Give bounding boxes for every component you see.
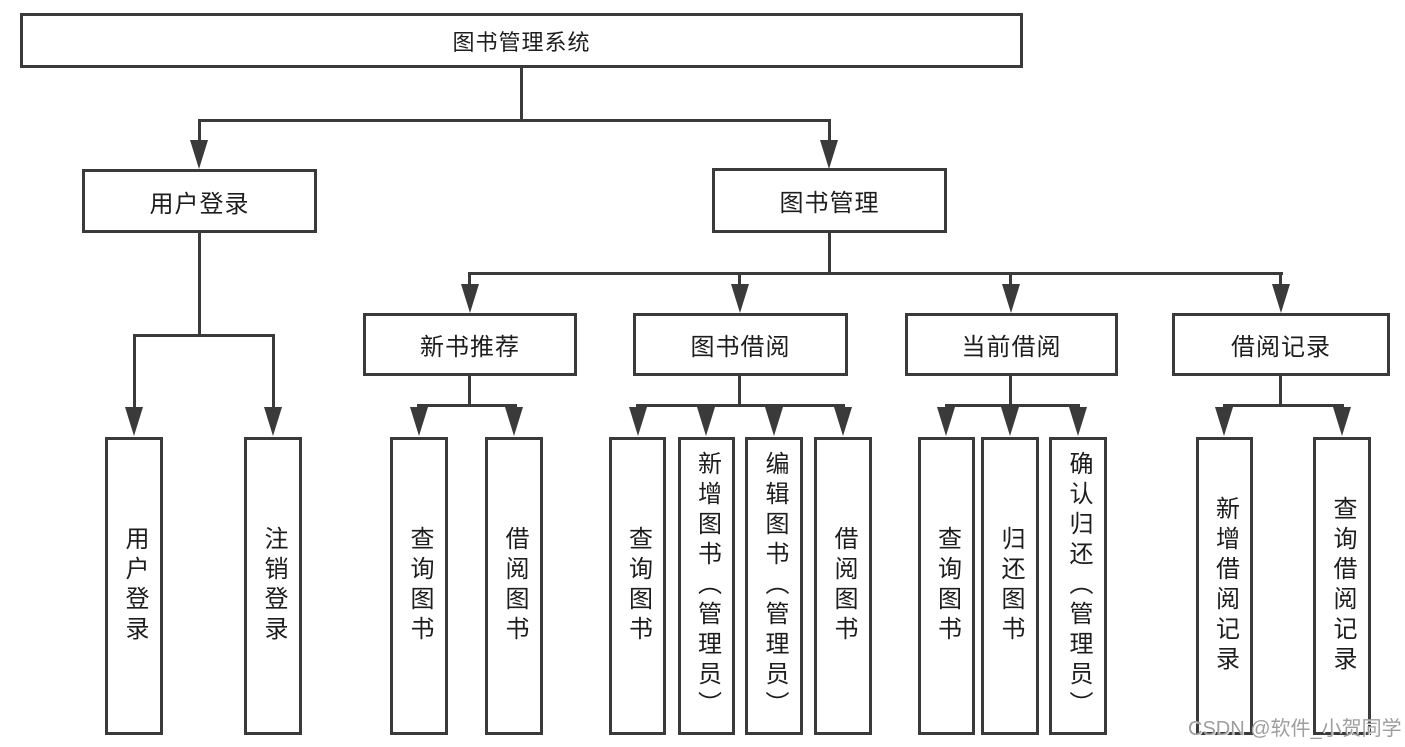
connector-borrow-bar (636, 404, 845, 407)
node-book-borrow: 图书借阅 (633, 313, 848, 376)
connector-records-stem (1279, 374, 1282, 406)
connector-drop (272, 336, 275, 408)
connector-drop (1009, 274, 1012, 285)
connector-root-stem (520, 66, 523, 121)
leaf-user-login: 用户登录 (105, 437, 163, 735)
arrow-down-icon (937, 407, 955, 436)
arrow-down-icon (1001, 407, 1019, 436)
arrow-down-icon (731, 284, 749, 313)
node-borrow-records: 借阅记录 (1172, 313, 1390, 376)
connector-borrow-stem (738, 374, 741, 406)
leaf-return-book: 归还图书 (981, 437, 1039, 735)
arrow-down-icon (505, 407, 523, 436)
connector-drop (468, 274, 471, 285)
connector-user-login-stem (198, 231, 201, 335)
connector-records-bar (1223, 404, 1344, 407)
connector-recommend-bar (417, 404, 517, 407)
arrow-down-icon (834, 407, 852, 436)
connector-user-login-bar (133, 334, 275, 337)
arrow-down-icon (1002, 284, 1020, 313)
connector-level2-bar (198, 119, 831, 122)
node-root: 图书管理系统 (20, 13, 1023, 68)
watermark: CSDN @软件_小贺同学 (1188, 718, 1402, 740)
connector-user-login-drop (198, 121, 201, 140)
leaf-add-borrow-record: 新增借阅记录 (1196, 437, 1253, 735)
node-new-book-recommend: 新书推荐 (363, 313, 577, 376)
leaf-query-book-current: 查询图书 (918, 437, 975, 735)
connector-drop (133, 336, 136, 408)
connector-current-bar (945, 404, 1080, 407)
leaf-query-book-borrow: 查询图书 (609, 437, 666, 735)
connector-recommend-stem (468, 374, 471, 406)
leaf-logout: 注销登录 (244, 437, 302, 735)
connector-drop (738, 274, 741, 285)
arrow-down-icon (1069, 407, 1087, 436)
connector-level3-bar (468, 272, 1283, 275)
leaf-edit-book-admin: 编辑图书（管理员） (745, 437, 803, 735)
leaf-borrow-book: 借阅图书 (814, 437, 872, 735)
arrow-down-icon (629, 407, 647, 436)
leaf-confirm-return-admin: 确认归还（管理员） (1049, 437, 1107, 735)
leaf-query-book-recommend: 查询图书 (390, 437, 448, 735)
arrow-down-icon (125, 407, 143, 436)
arrow-down-icon (765, 407, 783, 436)
connector-book-mgmt-drop (828, 121, 831, 140)
arrow-down-icon (1333, 407, 1351, 436)
node-current-borrow: 当前借阅 (905, 313, 1118, 376)
connector-book-mgmt-stem (828, 231, 831, 274)
arrow-down-icon (820, 140, 838, 169)
arrow-down-icon (1272, 284, 1290, 313)
node-user-login: 用户登录 (82, 169, 317, 233)
arrow-down-icon (697, 407, 715, 436)
leaf-query-borrow-record: 查询借阅记录 (1313, 437, 1371, 735)
connector-current-stem (1009, 374, 1012, 406)
arrow-down-icon (1215, 407, 1233, 436)
node-book-management: 图书管理 (712, 168, 947, 233)
leaf-borrow-book-recommend: 借阅图书 (485, 437, 543, 735)
arrow-down-icon (461, 284, 479, 313)
arrow-down-icon (264, 407, 282, 436)
arrow-down-icon (190, 140, 208, 169)
leaf-add-book-admin: 新增图书（管理员） (678, 437, 735, 735)
connector-drop (1279, 274, 1282, 285)
arrow-down-icon (410, 407, 428, 436)
